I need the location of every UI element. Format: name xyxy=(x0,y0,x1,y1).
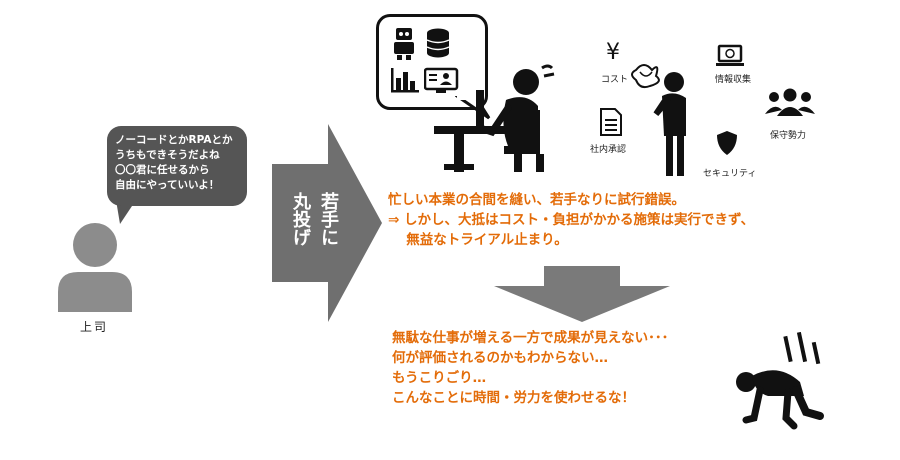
conservative-force-label: 保守勢力 xyxy=(770,131,807,141)
result-line: 何が評価されるのかもわからない… xyxy=(392,350,608,366)
speech-bubble-tail xyxy=(116,200,136,224)
result-line: 無駄な仕事が増える一方で成果が見えない･･･ xyxy=(392,330,669,346)
internal-approval-label: 社内承認 xyxy=(590,145,627,155)
handoff-arrow xyxy=(272,124,382,322)
worker-at-desk-icon xyxy=(434,64,555,172)
speech-line: 〇〇君に任せるから xyxy=(115,164,210,176)
speech-line: うちもできそうだよね xyxy=(115,149,220,161)
down-arrow xyxy=(494,266,670,322)
struggle-line: ⇒ しかし、大抵はコスト・負担がかかる施策は実行できず、 xyxy=(388,212,755,228)
result-line: もうこりごり… xyxy=(392,370,487,386)
yen-icon: ¥ xyxy=(606,40,620,65)
result-line: こんなことに時間・労力を使わせるな！ xyxy=(392,390,635,406)
cost-label: コスト xyxy=(601,75,629,85)
laptop-icon xyxy=(716,44,744,66)
boss-label: 上司 xyxy=(80,320,109,334)
robot-icon xyxy=(394,28,414,60)
shield-icon xyxy=(717,131,737,155)
arrow-text-right: 若手に xyxy=(318,192,339,246)
speech-line: ノーコードとかRPAとか xyxy=(115,134,233,146)
boss-person-icon xyxy=(58,223,132,312)
speech-line: 自由にやっていいよ！ xyxy=(115,179,220,191)
struggle-line: 忙しい本業の合間を縫い、若手なりに試行錯誤。 xyxy=(388,192,685,208)
arrow-text-left: 丸投げ xyxy=(290,192,311,246)
database-icon xyxy=(426,28,450,58)
struggle-text: 忙しい本業の合間を縫い、若手なりに試行錯誤。 ⇒ しかし、大抵はコスト・負担がか… xyxy=(388,190,754,250)
people-group-icon xyxy=(765,88,815,116)
troubled-person-icon xyxy=(631,64,686,176)
collapsed-person-icon xyxy=(736,332,824,430)
result-text: 無駄な仕事が増える一方で成果が見えない･･･ 何が評価されるのかもわからない… … xyxy=(392,328,668,408)
struggle-line: 無益なトライアル止まり。 xyxy=(388,232,568,248)
monitor-user-icon xyxy=(424,67,459,93)
bar-chart-icon xyxy=(391,68,419,93)
info-collection-label: 情報収集 xyxy=(715,75,752,85)
security-label: セキュリティ xyxy=(703,169,757,179)
document-icon xyxy=(600,108,622,136)
boss-speech-bubble: ノーコードとかRPAとか うちもできそうだよね 〇〇君に任せるから 自由にやって… xyxy=(107,126,247,206)
